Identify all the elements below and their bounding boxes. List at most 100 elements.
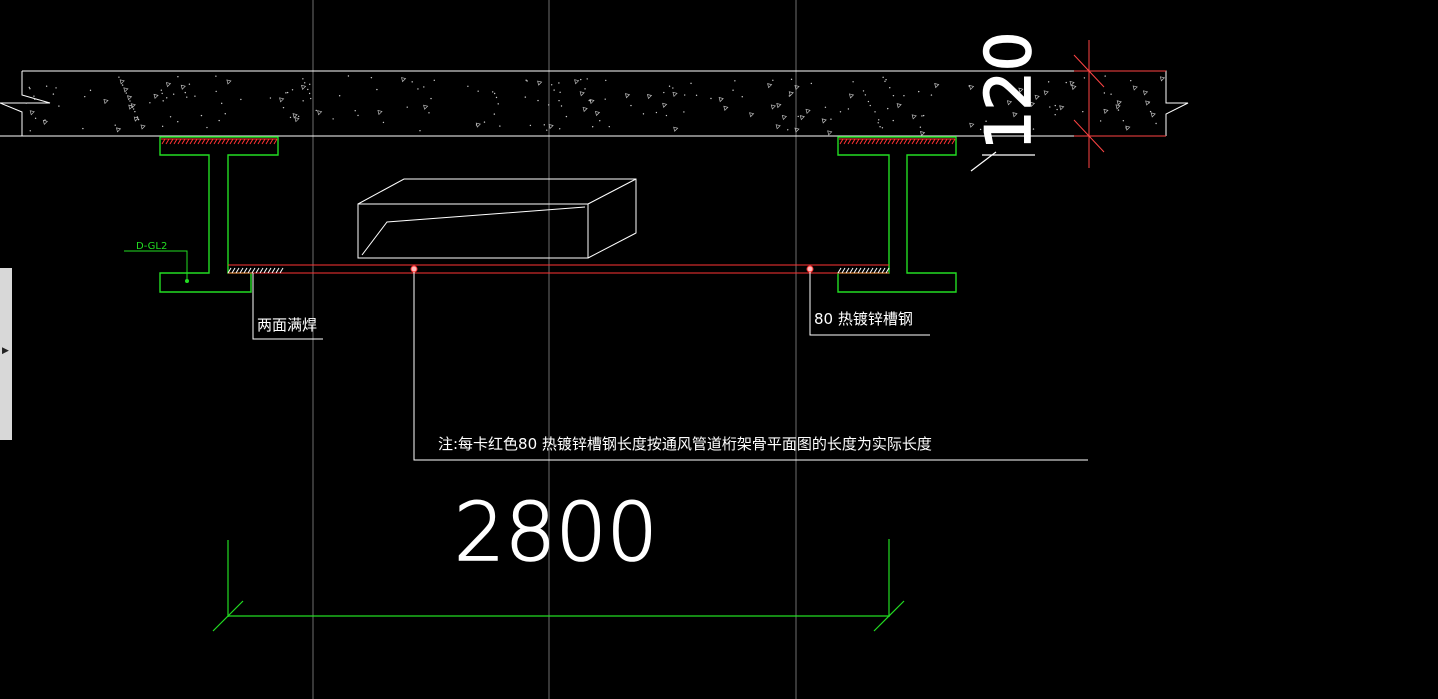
slab-speck <box>357 114 359 117</box>
slab-speck <box>45 85 48 87</box>
slab-aggregate <box>781 114 788 121</box>
slab-aggregate <box>1116 100 1122 106</box>
slab-speck <box>302 78 304 80</box>
slab-aggregate <box>969 84 975 91</box>
slab-speck <box>526 80 528 82</box>
weld-stroke <box>193 138 198 145</box>
slab-speck <box>558 99 560 102</box>
slab-speck <box>315 109 317 112</box>
slab-aggregate <box>934 83 940 89</box>
slab-speck <box>1122 120 1125 122</box>
weld-stroke <box>227 267 232 274</box>
slab-aggregate <box>911 114 917 120</box>
slab-speck <box>149 102 151 104</box>
weld-stroke <box>205 138 210 145</box>
concrete-slab[interactable] <box>0 70 1189 137</box>
weld-stroke <box>263 267 268 274</box>
slab-speck <box>985 120 987 122</box>
slab-aggregate <box>776 103 782 109</box>
slab-speck <box>419 130 421 132</box>
slab-aggregate <box>1115 104 1121 110</box>
slab-speck <box>132 108 135 110</box>
slab-aggregate <box>805 108 811 115</box>
slab-speck <box>307 88 309 91</box>
weld-stroke <box>865 267 870 274</box>
weld-stroke <box>841 267 846 274</box>
weld-stroke <box>911 138 916 145</box>
slab-speck <box>286 91 289 94</box>
dimension-line-2800 <box>212 539 905 632</box>
weld-stroke <box>239 267 244 274</box>
slab-speck <box>493 92 496 95</box>
weld-stroke <box>249 138 254 145</box>
slab-speck <box>588 99 590 102</box>
weld-stroke <box>847 138 852 145</box>
member-tag-text: D-GL2 <box>136 241 167 252</box>
slab-speck <box>169 116 172 118</box>
slab-speck <box>882 76 884 79</box>
slab-aggregate <box>1059 105 1065 111</box>
slab-speck <box>309 83 311 86</box>
slab-speck <box>1099 120 1102 122</box>
general-note-text: 注:每卡红色80 热镀锌槽钢长度按通风管道桁架骨平面图的长度为实际长度 <box>438 435 932 453</box>
slab-speck <box>560 105 563 107</box>
galvanized-channel[interactable] <box>228 264 889 274</box>
weld-stroke <box>869 267 874 274</box>
slab-speck <box>118 76 120 78</box>
slab-aggregate <box>165 82 172 88</box>
weld-stroke <box>843 138 848 145</box>
slab-speck <box>240 98 242 101</box>
slab-aggregate <box>377 109 383 116</box>
slab-speck <box>332 118 334 120</box>
weld-stroke <box>165 138 170 145</box>
slab-speck <box>89 89 92 92</box>
weld-stroke <box>851 138 856 145</box>
side-panel-toggle[interactable]: ▶ <box>0 268 12 440</box>
weld-stroke <box>255 267 260 274</box>
slab-speck <box>29 88 31 90</box>
slab-speck <box>220 102 223 105</box>
slab-speck <box>125 92 127 94</box>
slab-speck <box>495 96 498 99</box>
slab-speck <box>491 91 494 93</box>
slab-speck <box>930 94 933 96</box>
slab-speck <box>797 115 799 118</box>
slab-speck <box>114 124 116 126</box>
slab-speck <box>683 111 685 113</box>
slab-speck <box>787 129 789 131</box>
slab-aggregate <box>920 131 926 137</box>
slab-speck <box>537 99 539 102</box>
i-beam-right[interactable] <box>837 136 957 293</box>
slab-speck <box>919 126 922 128</box>
slab-aggregate <box>1125 125 1131 131</box>
slab-speck <box>877 122 879 124</box>
slab-speck <box>25 102 27 104</box>
slab-aggregate <box>140 124 146 130</box>
slab-speck <box>684 94 686 96</box>
slab-speck <box>741 96 743 98</box>
air-duct-box[interactable] <box>357 178 637 259</box>
slab-speck <box>604 98 606 100</box>
weld-stroke <box>209 138 214 145</box>
weld-stroke <box>947 138 952 145</box>
slab-aggregate <box>1142 90 1149 96</box>
slab-speck <box>1083 77 1086 79</box>
weld-stroke <box>229 138 234 145</box>
slab-speck <box>892 94 895 97</box>
slab-aggregate <box>1132 85 1138 91</box>
slab-aggregate <box>279 97 285 103</box>
slab-speck <box>874 111 876 113</box>
slab-speck <box>903 94 905 97</box>
slab-aggregate <box>775 124 781 130</box>
weld-stroke <box>185 138 190 145</box>
slab-aggregate <box>770 104 777 110</box>
slab-speck <box>772 79 774 81</box>
weld-stroke <box>859 138 864 145</box>
slab-speck <box>824 106 827 108</box>
slab-aggregate <box>646 94 653 100</box>
slab-speck <box>1082 110 1084 113</box>
i-beam-left[interactable] <box>159 136 279 293</box>
crosshair-marker <box>1073 40 1166 168</box>
slab-speck <box>467 85 469 87</box>
